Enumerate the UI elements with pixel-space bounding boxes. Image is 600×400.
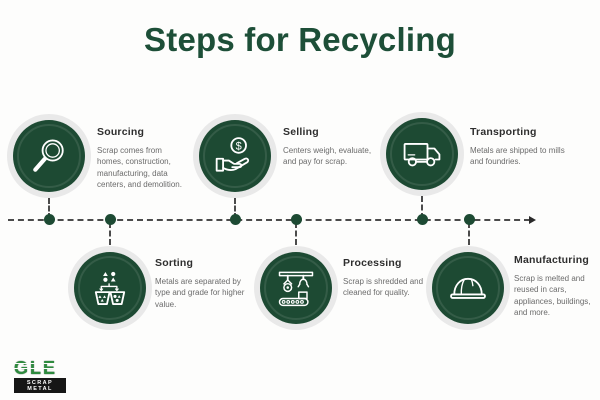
connector-sorting bbox=[109, 222, 111, 245]
step-description: Metals are shipped to mills and foundrie… bbox=[470, 146, 565, 167]
timeline-dot-manufacturing bbox=[464, 214, 475, 225]
connector-sourcing bbox=[48, 198, 50, 219]
page-title: Steps for Recycling bbox=[144, 21, 456, 58]
gle-scrap-metal-logo: GLE SCRAP METAL bbox=[14, 359, 66, 393]
logo-tagline: SCRAP METAL bbox=[14, 378, 66, 393]
step-description: Metals are separated by type and grade f… bbox=[155, 277, 245, 309]
step-circle-processing bbox=[254, 246, 338, 330]
timeline-dot-processing bbox=[291, 214, 302, 225]
step-circle-manufacturing bbox=[426, 246, 510, 330]
step-label: Processing bbox=[343, 257, 402, 269]
timeline-dot-sorting bbox=[105, 214, 116, 225]
svg-text:$: $ bbox=[236, 141, 242, 153]
hand-coin-icon: $ bbox=[213, 134, 257, 178]
logo-stripe bbox=[14, 363, 66, 364]
step-circle-transporting bbox=[380, 112, 464, 196]
connector-transporting bbox=[421, 196, 423, 219]
timeline-dot-selling bbox=[230, 214, 241, 225]
step-label: Sorting bbox=[155, 257, 194, 269]
step-text-transporting: Transporting Metals are shipped to mills… bbox=[470, 126, 572, 168]
timeline-dot-transporting bbox=[417, 214, 428, 225]
step-label: Manufacturing bbox=[514, 254, 589, 266]
step-label: Selling bbox=[283, 126, 319, 138]
step-circle-selling: $ bbox=[193, 114, 277, 198]
step-text-sorting: Sorting Metals are separated by type and… bbox=[155, 257, 255, 310]
conveyor-robot-icon bbox=[274, 266, 318, 310]
magnifier-icon bbox=[27, 134, 71, 178]
connector-manufacturing bbox=[468, 222, 470, 245]
timeline-dot-sourcing bbox=[44, 214, 55, 225]
step-label: Transporting bbox=[470, 126, 537, 138]
step-text-manufacturing: Manufacturing Scrap is melted and reused… bbox=[514, 254, 598, 318]
step-text-processing: Processing Scrap is shredded and cleaned… bbox=[343, 257, 433, 299]
step-circle-sourcing bbox=[7, 114, 91, 198]
step-text-sourcing: Sourcing Scrap comes from homes, constru… bbox=[97, 126, 190, 190]
step-description: Scrap is melted and reused in cars, appl… bbox=[514, 274, 591, 318]
logo-stripe bbox=[14, 368, 66, 369]
step-description: Scrap comes from homes, construction, ma… bbox=[97, 146, 182, 190]
timeline-arrow-icon bbox=[529, 216, 536, 224]
step-description: Centers weigh, evaluate, and pay for scr… bbox=[283, 146, 372, 167]
hard-hat-icon bbox=[446, 266, 490, 310]
timeline-line bbox=[8, 219, 530, 221]
connector-processing bbox=[295, 222, 297, 245]
step-circle-sorting bbox=[68, 246, 152, 330]
truck-icon bbox=[400, 132, 444, 176]
step-description: Scrap is shredded and cleaned for qualit… bbox=[343, 277, 424, 298]
sorting-bins-icon bbox=[88, 266, 132, 310]
step-text-selling: Selling Centers weigh, evaluate, and pay… bbox=[283, 126, 376, 168]
step-label: Sourcing bbox=[97, 126, 145, 138]
connector-selling bbox=[234, 198, 236, 219]
